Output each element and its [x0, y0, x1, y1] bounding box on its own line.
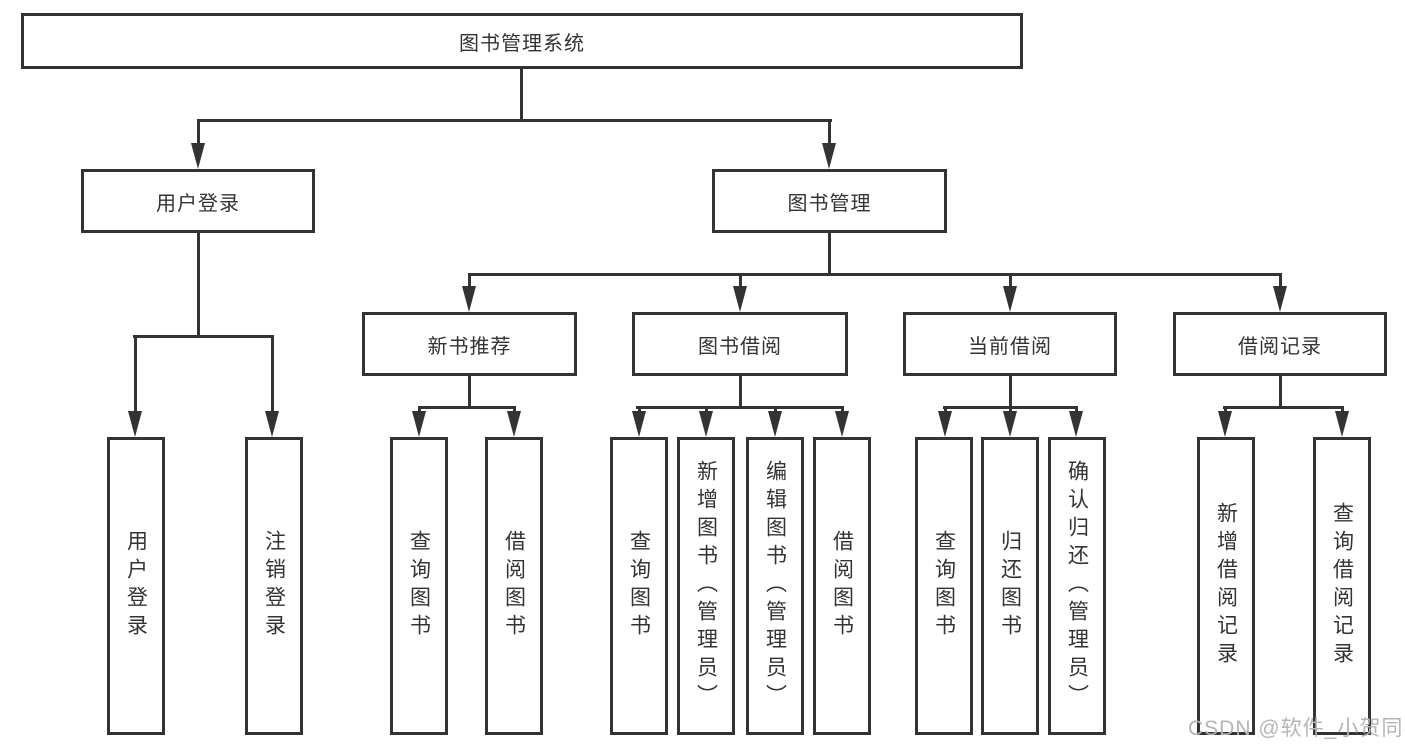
leaf-borrow-books-recommend: 借阅图书	[485, 437, 543, 735]
connector-vline	[520, 69, 523, 121]
node-book-borrowing: 图书借阅	[632, 312, 848, 376]
node-book-management-branch: 图书管理	[712, 169, 947, 233]
arrow-down-icon	[462, 286, 476, 312]
leaf-add-borrow-record: 新增借阅记录	[1197, 437, 1255, 735]
arrow-down-icon	[507, 411, 521, 437]
csdn-watermark: CSDN @软件_小贺同学	[1188, 717, 1405, 740]
leaf-user-login: 用户登录	[107, 437, 165, 735]
leaf-query-books-recommend: 查询图书	[390, 437, 448, 735]
arrow-down-icon	[768, 411, 782, 437]
node-label: 查询图书	[627, 530, 651, 642]
arrow-down-icon	[1069, 411, 1083, 437]
connector-vline	[1009, 273, 1012, 289]
arrow-down-icon	[938, 411, 952, 437]
arrow-down-icon	[699, 411, 713, 437]
leaf-confirm-return-admin: 确认归还（管理员）	[1048, 437, 1106, 735]
arrow-down-icon	[128, 411, 142, 437]
node-label: 确认归还（管理员）	[1065, 460, 1089, 712]
node-label: 新增图书（管理员）	[694, 460, 718, 712]
connector-vline	[828, 233, 831, 275]
node-borrowing-records: 借阅记录	[1173, 312, 1387, 376]
connector-hline	[468, 273, 1281, 276]
arrow-down-icon	[265, 411, 279, 437]
node-label: 注销登录	[262, 530, 286, 642]
arrow-down-icon	[822, 143, 836, 169]
arrow-down-icon	[1335, 411, 1349, 437]
connector-hline	[418, 406, 516, 409]
connector-vline	[468, 376, 471, 408]
node-label: 查询图书	[932, 530, 956, 642]
node-user-login-branch: 用户登录	[81, 169, 315, 233]
arrow-down-icon	[632, 411, 646, 437]
node-label: 借阅记录	[1238, 335, 1322, 358]
connector-vline	[197, 233, 200, 337]
arrow-down-icon	[1273, 286, 1287, 312]
connector-vline	[1279, 376, 1282, 408]
connector-hline	[133, 335, 274, 338]
node-label: 查询图书	[407, 530, 431, 642]
node-label: 图书管理	[787, 192, 872, 215]
connector-hline	[636, 406, 844, 409]
arrow-down-icon	[835, 411, 849, 437]
node-label: 图书借阅	[698, 335, 782, 358]
node-label: 查询借阅记录	[1330, 502, 1354, 670]
connector-vline	[197, 119, 200, 147]
connector-vline	[739, 376, 742, 408]
node-label: 新书推荐	[427, 335, 512, 358]
node-label: 用户登录	[156, 192, 240, 215]
arrow-down-icon	[1003, 286, 1017, 312]
connector-vline	[468, 273, 471, 289]
leaf-edit-books-admin: 编辑图书（管理员）	[746, 437, 804, 735]
leaf-logout: 注销登录	[245, 437, 303, 735]
connector-vline	[1279, 273, 1282, 289]
arrow-down-icon	[1218, 411, 1232, 437]
leaf-query-books-current: 查询图书	[915, 437, 973, 735]
node-root-library-system: 图书管理系统	[21, 13, 1023, 69]
connector-hline	[1223, 406, 1344, 409]
arrow-down-icon	[1003, 411, 1017, 437]
node-label: 用户登录	[124, 530, 148, 642]
node-label: 新增借阅记录	[1214, 502, 1238, 670]
connector-vline	[828, 119, 831, 147]
node-label: 图书管理系统	[459, 32, 585, 55]
connector-hline	[197, 119, 832, 122]
node-label: 当前借阅	[968, 335, 1052, 358]
connector-vline	[134, 335, 137, 411]
node-label: 借阅图书	[502, 530, 526, 642]
leaf-add-books-admin: 新增图书（管理员）	[677, 437, 735, 735]
leaf-query-books-borrowing: 查询图书	[610, 437, 668, 735]
node-label: 借阅图书	[830, 530, 854, 642]
arrow-down-icon	[191, 143, 205, 169]
node-new-book-recommend: 新书推荐	[362, 312, 577, 376]
node-label: 编辑图书（管理员）	[763, 460, 787, 712]
connector-vline	[1009, 376, 1012, 408]
node-label: 归还图书	[998, 530, 1022, 642]
leaf-return-books: 归还图书	[981, 437, 1039, 735]
arrow-down-icon	[412, 411, 426, 437]
connector-vline	[271, 335, 274, 411]
arrow-down-icon	[733, 286, 747, 312]
leaf-borrow-books: 借阅图书	[813, 437, 871, 735]
leaf-query-borrow-record: 查询借阅记录	[1313, 437, 1371, 735]
connector-vline	[739, 273, 742, 289]
node-current-borrowing: 当前借阅	[903, 312, 1117, 376]
